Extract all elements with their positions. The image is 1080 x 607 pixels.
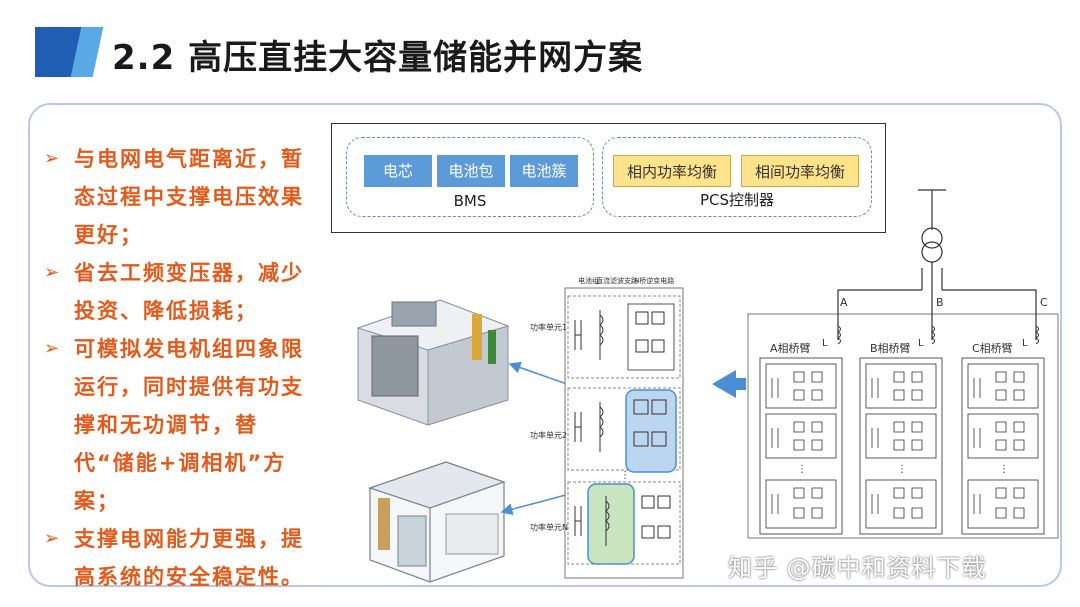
bullet-arrow-icon: ➢ <box>44 148 62 169</box>
bullet-arrow-icon: ➢ <box>44 528 62 549</box>
page-title: 2.2 高压直挂大容量储能并网方案 <box>112 38 644 78</box>
bullet-text: 省去工频变压器，减少投资、降低损耗； <box>74 261 304 323</box>
bullet-item: ➢ 与电网电气距离近，暂态过程中支撑电压效果更好； <box>44 140 314 254</box>
bullet-item: ➢ 支撑电网能力更强，提高系统的安全稳定性。 <box>44 520 314 596</box>
bms-item-cluster: 电池簇 <box>510 155 578 187</box>
control-panel: 电芯 电池包 电池簇 BMS 相内功率均衡 相间功率均衡 PCS控制器 <box>331 123 886 233</box>
bullet-arrow-icon: ➢ <box>44 262 62 283</box>
pcs-label: PCS控制器 <box>699 191 775 209</box>
bms-item-cell: 电芯 <box>364 155 432 187</box>
bullet-text: 与电网电气距离近，暂态过程中支撑电压效果更好； <box>74 147 304 247</box>
bms-label: BMS <box>453 192 487 210</box>
bms-item-pack: 电池包 <box>437 155 505 187</box>
bullet-item: ➢ 省去工频变压器，减少投资、降低损耗； <box>44 254 314 330</box>
title-bar: 2.2 高压直挂大容量储能并网方案 <box>0 0 1080 95</box>
bullet-arrow-icon: ➢ <box>44 338 62 359</box>
watermark: 知乎 @碳中和资料下载 <box>728 554 987 582</box>
pcs-item-intra-phase: 相内功率均衡 <box>613 155 731 187</box>
bullet-text: 支撑电网能力更强，提高系统的安全稳定性。 <box>74 527 304 589</box>
bullet-item: ➢ 可模拟发电机组四象限运行，同时提供有功支撑和无功调节，替代“储能+调相机”方… <box>44 330 314 520</box>
bullet-text: 可模拟发电机组四象限运行，同时提供有功支撑和无功调节，替代“储能+调相机”方案； <box>74 337 304 513</box>
pcs-item-inter-phase: 相间功率均衡 <box>741 155 859 187</box>
pcs-group: 相内功率均衡 相间功率均衡 PCS控制器 <box>602 137 872 217</box>
bullet-list: ➢ 与电网电气距离近，暂态过程中支撑电压效果更好； ➢ 省去工频变压器，减少投资… <box>44 140 314 596</box>
bms-group: 电芯 电池包 电池簇 BMS <box>346 137 594 217</box>
